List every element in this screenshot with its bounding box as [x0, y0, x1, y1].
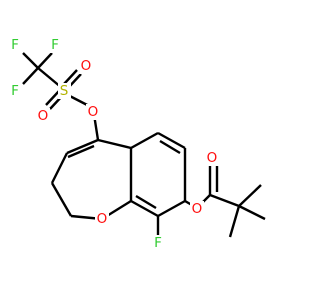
fluorine-label: F: [11, 37, 19, 53]
bond: [209, 193, 240, 208]
bond: [130, 131, 159, 150]
bond: [157, 199, 186, 218]
bond: [238, 204, 266, 221]
bond: [157, 131, 186, 150]
bond: [130, 199, 159, 218]
bond: [67, 144, 95, 159]
fluorine-label: F: [51, 37, 59, 53]
bonds: [22, 52, 266, 242]
bond: [159, 139, 181, 155]
bond: [37, 52, 53, 69]
oxygen-label: O: [192, 201, 203, 217]
oxygen-label: O: [38, 108, 49, 124]
oxygen-label: O: [88, 104, 99, 120]
bond: [22, 52, 39, 69]
bond: [228, 205, 241, 238]
fluorine-label: F: [11, 83, 19, 99]
oxygen-label: O: [81, 58, 92, 74]
bond: [50, 152, 69, 184]
bond: [135, 194, 157, 210]
atom-labels: F F F S O O O O F O O: [9, 37, 219, 251]
oxygen-label: O: [207, 150, 218, 166]
bond: [97, 138, 132, 150]
bond: [66, 138, 99, 155]
bond: [50, 182, 73, 217]
sulfur-label: S: [60, 83, 69, 99]
fluorine-label: F: [154, 235, 162, 251]
bond: [63, 69, 78, 85]
bond: [22, 67, 39, 85]
bond: [238, 184, 262, 207]
structure-diagram: F F F S O O O O F O O: [9, 37, 266, 251]
bond: [45, 90, 60, 106]
oxygen-label: O: [97, 211, 108, 227]
